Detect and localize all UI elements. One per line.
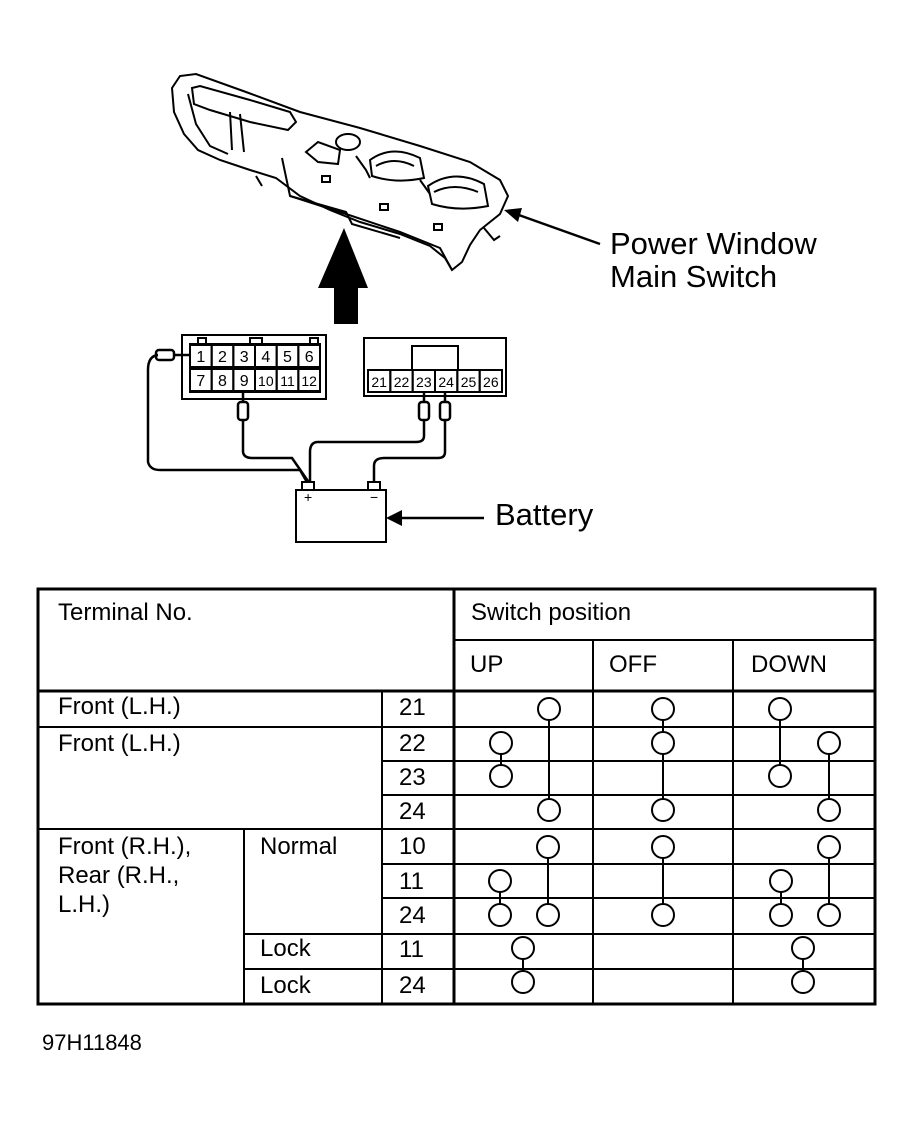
connector-left-pin-label: 12 xyxy=(301,373,317,389)
switch-pointer-arrow xyxy=(504,208,601,246)
connector-left-pin-label: 4 xyxy=(261,349,270,366)
figure-code: 97H11848 xyxy=(42,1030,142,1055)
terminal-number: 24 xyxy=(399,972,426,999)
terminal-number: 21 xyxy=(399,694,426,721)
row-label-rh-line1: Front (R.H.), xyxy=(58,833,191,860)
connector-left-pin-label: 3 xyxy=(240,349,249,366)
connector-left-pin-label: 6 xyxy=(305,349,314,366)
header-terminal-no: Terminal No. xyxy=(58,599,193,626)
continuity-circle xyxy=(651,835,675,859)
terminal-number: 24 xyxy=(399,798,426,825)
row-label-front-lh-1: Front (L.H.) xyxy=(58,693,181,720)
continuity-circle xyxy=(791,970,815,994)
continuity-circle xyxy=(769,869,793,893)
continuity-circle xyxy=(489,764,513,788)
row-label-normal: Normal xyxy=(260,833,337,860)
continuity-circle xyxy=(651,903,675,927)
terminal-number: 23 xyxy=(399,764,426,791)
terminal-number: 11 xyxy=(399,936,424,963)
row-label-lock-2: Lock xyxy=(260,972,312,999)
connector-right-cell xyxy=(478,369,503,393)
connector-right-pin-label: 22 xyxy=(394,374,410,390)
battery-pointer-arrow xyxy=(386,510,484,526)
continuity-circle xyxy=(537,798,561,822)
terminal-number: 22 xyxy=(399,730,426,757)
row-label-rh-line3: L.H.) xyxy=(58,891,110,918)
connector-left-pin-label: 1 xyxy=(196,349,205,366)
continuity-circle xyxy=(488,869,512,893)
connector-left-pin-label: 7 xyxy=(196,373,205,390)
continuity-circle xyxy=(651,697,675,721)
continuity-circle xyxy=(511,936,535,960)
position-down: DOWN xyxy=(751,651,827,678)
header-switch-position: Switch position xyxy=(471,599,631,626)
continuity-circle xyxy=(769,903,793,927)
continuity-circle xyxy=(651,798,675,822)
continuity-table xyxy=(36,587,877,1006)
connector-right: 21 22 23 24 25 26 xyxy=(363,337,507,397)
battery-minus-sign: − xyxy=(370,489,378,505)
terminal-number: 24 xyxy=(399,902,426,929)
continuity-marks xyxy=(488,697,841,994)
power-window-switch-illustration xyxy=(170,72,510,272)
continuity-circle xyxy=(817,731,841,755)
terminal-number: 10 xyxy=(399,833,426,860)
connector-right-pin-label: 25 xyxy=(461,374,477,390)
position-up: UP xyxy=(470,651,503,678)
connector-right-pin-label: 24 xyxy=(438,374,454,390)
row-label-front-lh-2: Front (L.H.) xyxy=(58,730,181,757)
position-off: OFF xyxy=(609,651,657,678)
row-label-lock-1: Lock xyxy=(260,935,312,962)
battery-label: Battery xyxy=(495,497,594,532)
connector-right-pin-label: 23 xyxy=(416,374,432,390)
continuity-circle xyxy=(817,835,841,859)
test-wires xyxy=(146,348,452,485)
battery xyxy=(295,481,387,543)
connector-left-pin-label: 2 xyxy=(218,349,227,366)
connector-left-pin-label: 11 xyxy=(280,373,295,389)
continuity-circle xyxy=(651,731,675,755)
continuity-circle xyxy=(536,835,560,859)
continuity-circle xyxy=(536,903,560,927)
connector-right-pin-label: 21 xyxy=(371,374,387,390)
connector-left-cell xyxy=(297,344,322,368)
continuity-circle xyxy=(768,697,792,721)
continuity-circle xyxy=(817,903,841,927)
connector-left-pin-label: 5 xyxy=(283,349,292,366)
continuity-circle xyxy=(817,798,841,822)
continuity-circle xyxy=(768,764,792,788)
switch-label-line1: Power Window xyxy=(610,226,817,261)
battery-plus-sign: + xyxy=(304,489,312,505)
connector-left-pin-label: 8 xyxy=(218,373,227,390)
continuity-circle xyxy=(511,970,535,994)
connector-right-pin-label: 26 xyxy=(483,374,499,390)
switch-label-line2: Main Switch xyxy=(610,259,778,294)
continuity-circle xyxy=(489,731,513,755)
big-up-arrow xyxy=(318,228,368,324)
row-label-rh-line2: Rear (R.H., xyxy=(58,862,179,889)
continuity-circle xyxy=(791,936,815,960)
terminal-number: 11 xyxy=(399,868,424,895)
connector-left-pin-label: 9 xyxy=(240,373,249,390)
connector-left-pin-label: 10 xyxy=(258,373,274,389)
connector-left-cell xyxy=(297,368,322,392)
continuity-circle xyxy=(488,903,512,927)
continuity-circle xyxy=(537,697,561,721)
